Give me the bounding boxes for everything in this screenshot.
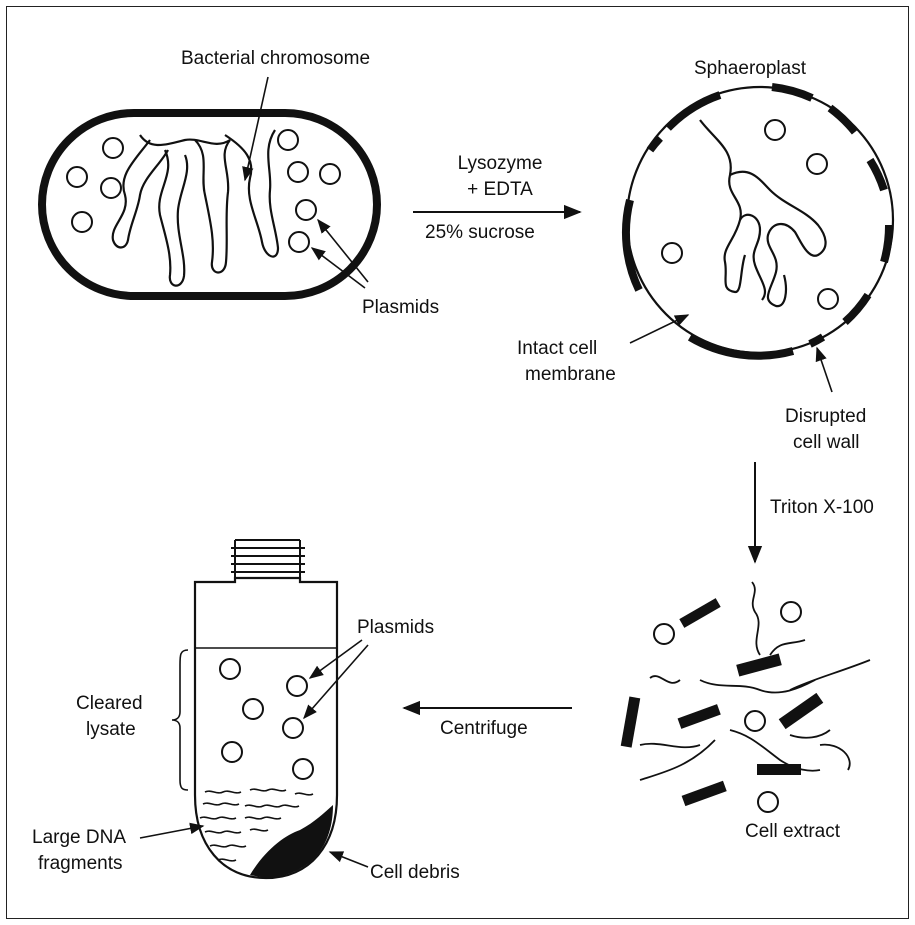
plasmid <box>320 164 340 184</box>
plasmid <box>287 676 307 696</box>
debris-pointer <box>330 852 368 867</box>
membrane-pointer <box>630 315 688 343</box>
plasmid <box>243 699 263 719</box>
plasmid <box>72 212 92 232</box>
label-bacterial-chromosome: Bacterial chromosome <box>181 47 370 71</box>
bacterial-cell <box>42 77 377 296</box>
dna-strands <box>640 582 870 780</box>
plasmid <box>67 167 87 187</box>
plasmid <box>222 742 242 762</box>
label-large-dna: Large DNA <box>32 826 126 850</box>
label-cell-debris: Cell debris <box>370 861 460 885</box>
label-cleared: Cleared <box>76 692 143 716</box>
debris <box>678 704 721 729</box>
plasmid <box>103 138 123 158</box>
plasmid <box>278 130 298 150</box>
label-plasmids-tube: Plasmids <box>357 616 434 640</box>
plasmid <box>818 289 838 309</box>
plasmid <box>654 624 674 644</box>
plasmid <box>101 178 121 198</box>
debris <box>757 764 801 775</box>
label-plasmids-cell: Plasmids <box>362 296 439 320</box>
label-cell-wall: cell wall <box>793 431 860 455</box>
tube-cap <box>231 540 305 580</box>
label-disrupted: Disrupted <box>785 405 866 429</box>
label-lysate: lysate <box>86 718 136 742</box>
label-sucrose: 25% sucrose <box>425 221 535 245</box>
plasmid <box>289 232 309 252</box>
label-sphaeroplast: Sphaeroplast <box>694 57 806 81</box>
label-membrane: membrane <box>525 363 616 387</box>
plasmid <box>765 120 785 140</box>
label-cell-extract: Cell extract <box>745 820 840 844</box>
plasmid <box>781 602 801 622</box>
cell-wall-outline <box>42 113 377 296</box>
plasmid-circles-extract <box>654 602 801 812</box>
cleared-lysate-bracket <box>172 650 188 790</box>
debris-bars <box>621 598 824 806</box>
dna-fragments-pointer <box>140 826 203 838</box>
plasmid <box>293 759 313 779</box>
plasmid <box>220 659 240 679</box>
plasmid <box>758 792 778 812</box>
label-edta: + EDTA <box>440 178 560 202</box>
debris <box>679 598 720 628</box>
plasmid <box>283 718 303 738</box>
plasmid <box>745 711 765 731</box>
plasmid <box>296 200 316 220</box>
debris <box>682 781 727 806</box>
cell-extract <box>621 582 870 812</box>
centrifuge-tube <box>140 540 368 878</box>
label-triton: Triton X-100 <box>770 496 874 520</box>
plasmid <box>662 243 682 263</box>
plasmid <box>807 154 827 174</box>
sphaeroplast <box>626 87 893 392</box>
debris <box>736 654 782 677</box>
wall-pointer <box>817 348 832 392</box>
label-centrifuge: Centrifuge <box>440 717 528 741</box>
label-intact-cell: Intact cell <box>517 337 597 361</box>
debris <box>779 693 824 729</box>
plasmid <box>288 162 308 182</box>
label-lysozyme: Lysozyme <box>440 152 560 176</box>
debris <box>621 697 641 748</box>
label-fragments: fragments <box>38 852 122 876</box>
